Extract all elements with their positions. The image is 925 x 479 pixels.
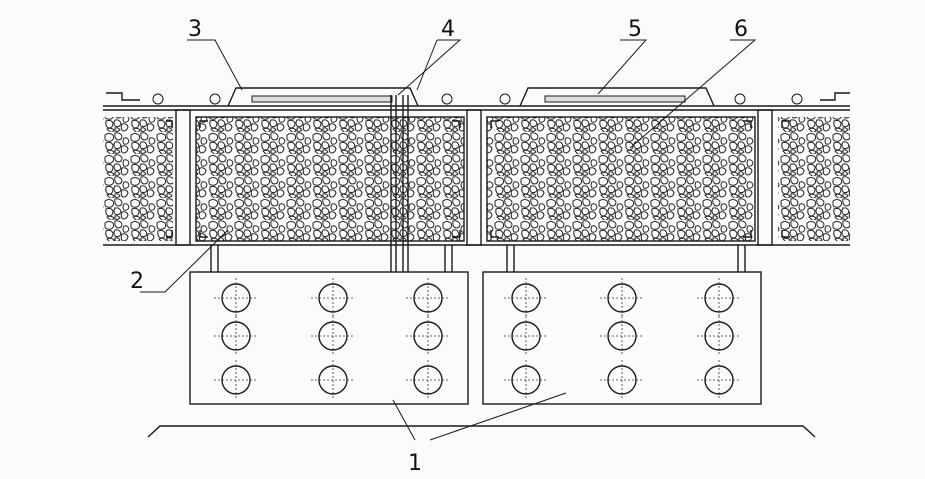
foundation-block-1 [189,271,469,405]
gabion-box-2 [486,116,756,242]
gabion-left-partial [103,117,173,241]
gabion-right-partial [778,117,850,241]
leader-lines [140,39,757,441]
cover-plate-5 [519,87,715,107]
callout-6: 6 [734,17,748,42]
callout-2: 2 [130,269,144,294]
callout-3: 3 [188,17,202,42]
callout-4: 4 [441,17,455,42]
cover-plate-3 [227,87,419,107]
gabion-row [103,109,850,246]
deck-rails [103,92,850,111]
anchor-holes [214,278,741,400]
ground-line [147,425,816,438]
callout-5: 5 [628,17,642,42]
callout-1: 1 [408,451,422,476]
pipes [390,95,409,272]
foundation-block-2 [482,271,762,405]
support-legs [210,245,746,272]
gabion-box-1 [195,116,465,242]
